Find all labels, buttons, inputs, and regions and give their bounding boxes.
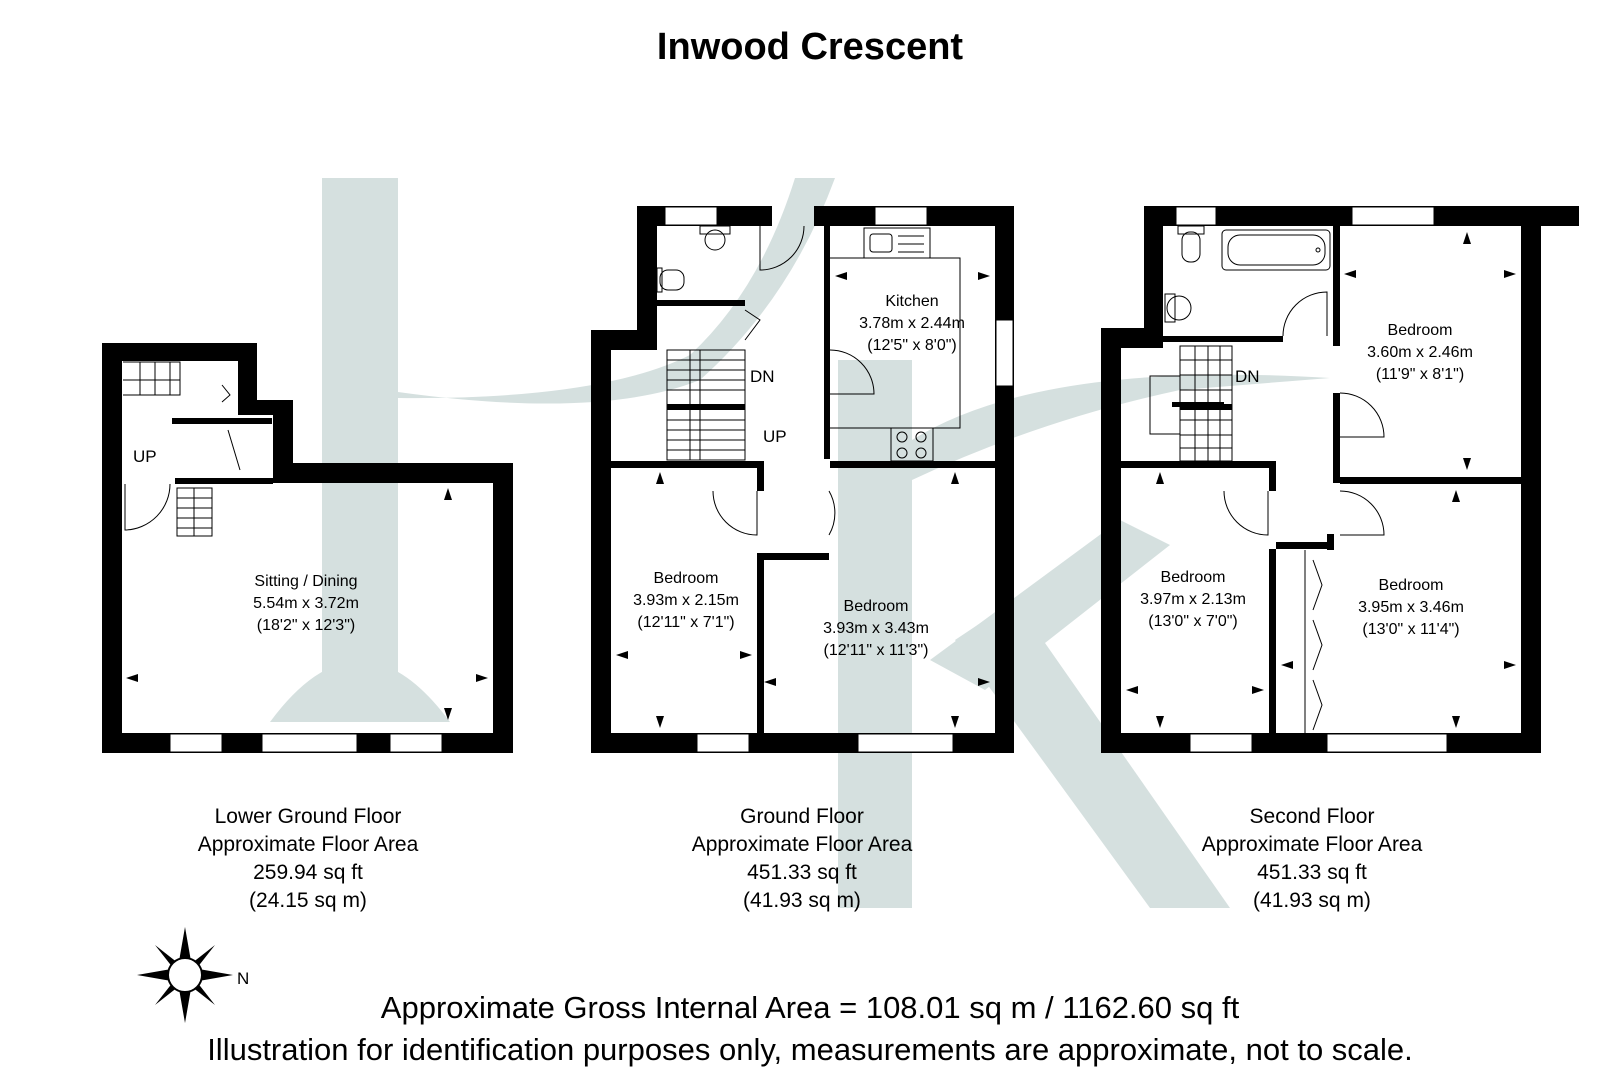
room-dims-metric-gf-bedroom-1: 3.93m x 2.15m (633, 592, 739, 609)
floor-caption-second: Second Floor Approximate Floor Area 451.… (1132, 803, 1492, 915)
room-dims-imperial-sf-bedroom-3: (13'0" x 11'4") (1362, 621, 1459, 638)
room-dims-imperial-sitting-dining: (18'2" x 12'3") (257, 617, 355, 634)
stairs-up-label-ground: UP (763, 427, 787, 446)
floor-name: Second Floor (1249, 805, 1375, 828)
compass-rose-icon: N (137, 927, 249, 1023)
room-dims-metric-sf-bedroom-3: 3.95m x 3.46m (1358, 599, 1464, 616)
room-dims-imperial-kitchen: (12'5" x 8'0") (867, 337, 957, 354)
floor-caption-ground: Ground Floor Approximate Floor Area 451.… (622, 803, 982, 915)
stairs-down-label-second: DN (1235, 367, 1260, 386)
disclaimer-text: Illustration for identification purposes… (207, 1032, 1413, 1067)
room-dims-imperial-sf-bedroom-1: (11'9" x 8'1") (1376, 366, 1464, 383)
room-dims-metric-sitting-dining: 5.54m x 3.72m (253, 595, 359, 612)
floor-area-sqm: (41.93 sq m) (743, 889, 861, 912)
room-dims-metric-sf-bedroom-2: 3.97m x 2.13m (1140, 591, 1246, 608)
compass-north-label: N (237, 969, 249, 988)
plan-title: Inwood Crescent (656, 26, 964, 68)
room-dims-metric-gf-bedroom-2: 3.93m x 3.43m (823, 620, 929, 637)
room-name-sf-bedroom-1: Bedroom (1388, 322, 1453, 339)
ground-floor-plan: DN UP Kitchen 3.78m x 2.44m (12'5" x 8'0… (591, 206, 1014, 753)
room-dims-metric-kitchen: 3.78m x 2.44m (859, 315, 965, 332)
floor-area-sqft: 451.33 sq ft (1257, 861, 1367, 884)
lower-ground-floor-plan: UP Sitting / Dining 5.54m x 3.72m (18'2"… (102, 343, 513, 753)
floor-name: Ground Floor (740, 805, 864, 828)
floor-area-sqft: 451.33 sq ft (747, 861, 857, 884)
floor-area-sqm: (24.15 sq m) (249, 889, 367, 912)
floor-area-label: Approximate Floor Area (197, 833, 419, 856)
room-name-gf-bedroom-1: Bedroom (654, 570, 719, 587)
room-name-gf-bedroom-2: Bedroom (844, 598, 909, 615)
floor-area-sqm: (41.93 sq m) (1253, 889, 1371, 912)
gross-internal-area: Approximate Gross Internal Area = 108.01… (380, 990, 1240, 1025)
room-dims-imperial-sf-bedroom-2: (13'0" x 7'0") (1148, 613, 1238, 630)
room-name-sf-bedroom-3: Bedroom (1379, 577, 1444, 594)
floor-area-sqft: 259.94 sq ft (253, 861, 363, 884)
stairs-up-label: UP (133, 447, 157, 466)
room-name-sf-bedroom-2: Bedroom (1161, 569, 1226, 586)
stairs-down-label-ground: DN (750, 367, 775, 386)
room-name-sitting-dining: Sitting / Dining (254, 573, 357, 590)
floor-area-label: Approximate Floor Area (691, 833, 913, 856)
room-name-kitchen: Kitchen (885, 293, 938, 310)
floor-name: Lower Ground Floor (214, 805, 402, 828)
watermark-logo (270, 178, 1330, 908)
floor-caption-lower-ground: Lower Ground Floor Approximate Floor Are… (128, 803, 488, 915)
room-dims-imperial-gf-bedroom-1: (12'11" x 7'1") (637, 614, 734, 631)
floor-area-label: Approximate Floor Area (1201, 833, 1423, 856)
second-floor-plan: DN Bedroom 3.60m x 2.46m (11'9" x 8'1") … (1101, 206, 1579, 753)
room-dims-metric-sf-bedroom-1: 3.60m x 2.46m (1367, 344, 1473, 361)
room-dims-imperial-gf-bedroom-2: (12'11" x 11'3") (824, 642, 929, 659)
